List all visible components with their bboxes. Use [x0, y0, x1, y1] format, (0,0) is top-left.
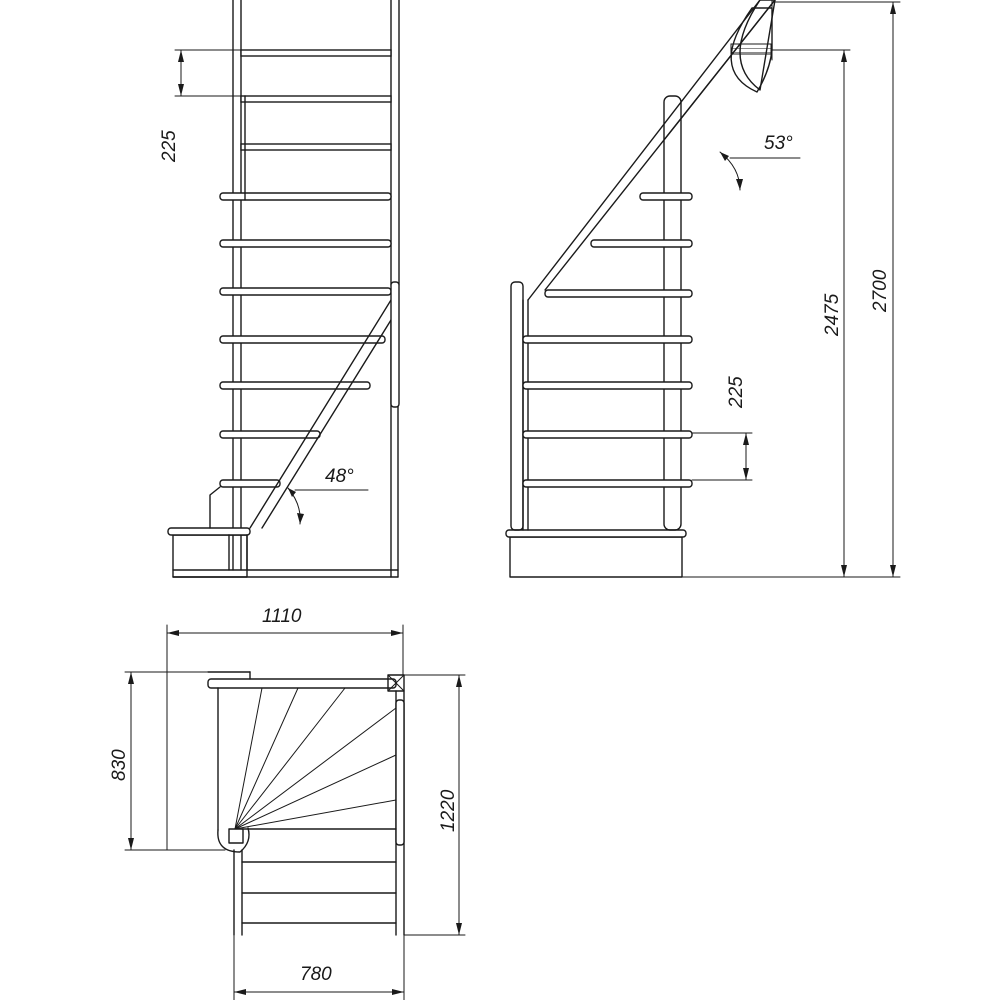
- side-treads: [522, 192, 693, 488]
- front-step-dimension: 225: [159, 49, 242, 163]
- side-angle-annotation: 53°: [719, 133, 801, 191]
- side-step-height-label: 225: [726, 376, 747, 409]
- front-angle-annotation: 48°: [287, 466, 369, 525]
- side-diagonal-stringer: [527, 0, 761, 301]
- side-step-dimension: 225: [691, 376, 753, 481]
- side-right-post: [663, 95, 682, 531]
- side-base: [509, 536, 683, 578]
- plan-view: 1110: [109, 606, 466, 1000]
- plan-straight-treads: [241, 828, 397, 924]
- plan-bottom-width-dimension: 780: [233, 934, 405, 1000]
- front-view: 225 48°: [159, 0, 400, 578]
- front-diagonal-stringer: [249, 299, 392, 529]
- plan-depth-left-label: 830: [109, 749, 130, 781]
- front-step-height-label: 225: [159, 130, 180, 163]
- side-floor-height-label: 2475: [822, 293, 843, 337]
- side-view: 53° 225 2475 2700: [505, 0, 901, 578]
- side-section-hatch: [730, 43, 772, 55]
- plan-depth-right-dimension: 1220: [403, 674, 466, 936]
- front-angle-label: 48°: [325, 466, 354, 487]
- side-angle-label: 53°: [764, 133, 793, 154]
- front-upper-treads: [219, 49, 392, 488]
- plan-newel: [217, 827, 250, 853]
- plan-depth-right-label: 1220: [438, 789, 459, 832]
- side-floor-height-dimension: 2475: [681, 49, 901, 578]
- side-total-height-label: 2700: [870, 269, 891, 313]
- side-total-height-dimension: 2700: [774, 1, 901, 578]
- side-section-detail: [730, 7, 773, 93]
- plan-total-width-label: 1110: [262, 606, 302, 627]
- plan-depth-left-dimension: 830: [109, 671, 226, 851]
- plan-width-dimension: 1110: [166, 606, 404, 851]
- side-left-post: [510, 281, 524, 531]
- plan-winder-treads: [234, 687, 397, 830]
- plan-bottom-width-label: 780: [300, 964, 332, 985]
